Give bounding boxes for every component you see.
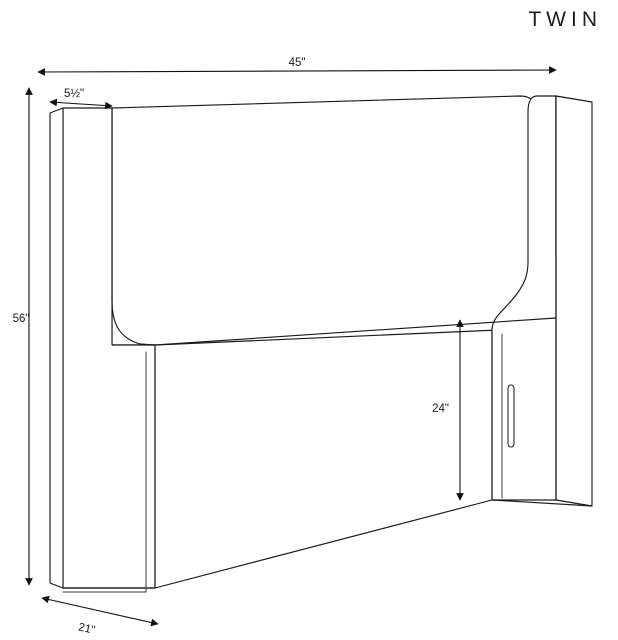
dimension-height-56: 56": [13, 87, 33, 586]
right-post-bottom-edge: [491, 499, 593, 507]
base-perspective-lines: [154, 317, 557, 589]
dimension-depth-21-label: 21": [77, 621, 96, 636]
dimension-post-width: 5½": [49, 88, 113, 110]
headboard-panel: [99, 95, 538, 346]
dimension-leg-height-24: 24": [432, 319, 464, 501]
dimension-post-width-label: 5½": [64, 88, 84, 100]
right-post-mounting-slot: [507, 384, 515, 448]
dimension-width-45-line: [37, 66, 557, 76]
dimension-depth-21-line: [41, 595, 159, 627]
left-post-side-face: [49, 107, 64, 589]
right-post: [491, 95, 593, 507]
left-post: [49, 107, 156, 593]
page-title: TWIN: [528, 8, 602, 31]
headboard-panel-face: [111, 95, 538, 346]
right-post-side-face: [555, 95, 593, 507]
dimension-width-45-label: 45": [289, 57, 306, 69]
panel-base-line: [154, 317, 557, 346]
dimension-height-56-label: 56": [13, 313, 30, 325]
floor-connector-line: [154, 499, 493, 589]
dimension-post-width-line: [49, 98, 113, 110]
dimension-width-45: 45": [37, 57, 557, 76]
dimension-depth-21: 21": [41, 595, 159, 637]
dimension-leg-height-24-label: 24": [432, 403, 449, 415]
left-post-inner-curve: [111, 107, 156, 346]
